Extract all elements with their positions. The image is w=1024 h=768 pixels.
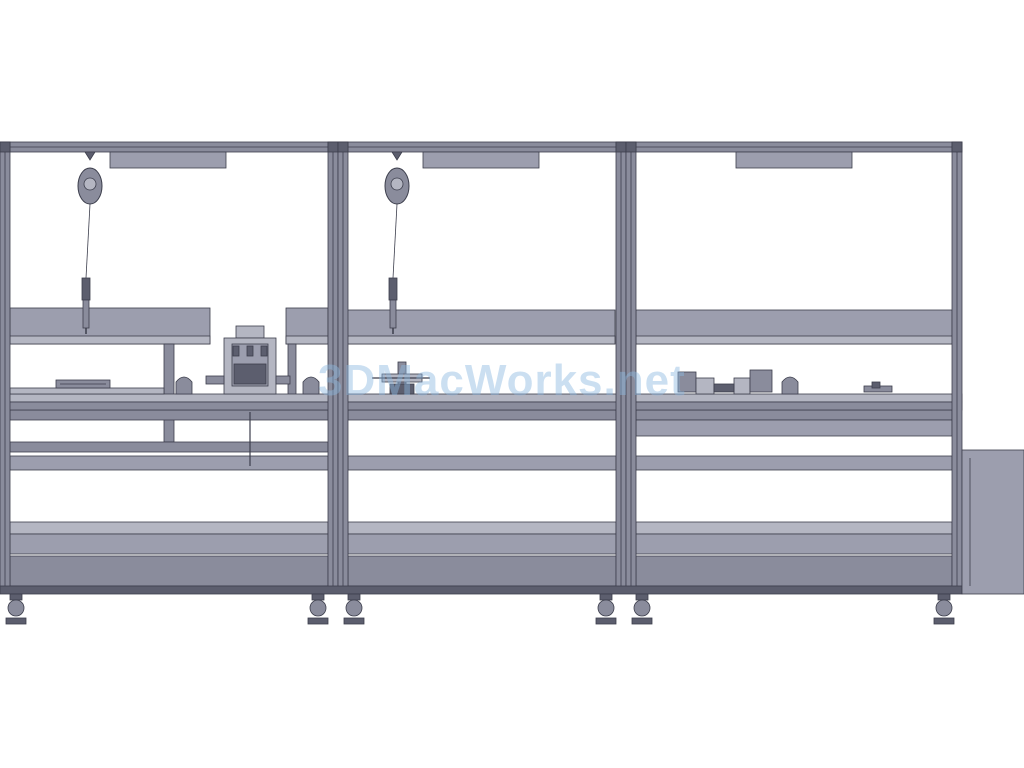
- middle-rail: [347, 455, 617, 471]
- press-side-arm: [275, 375, 291, 385]
- upper-rail: [347, 409, 617, 421]
- caster-mount: [599, 593, 613, 601]
- corner-bracket: [0, 141, 11, 153]
- balancer-cable: [392, 203, 398, 279]
- worktop-mat: [9, 387, 165, 395]
- tool-shelf-lip: [346, 335, 616, 345]
- bottom-shelf: [9, 555, 329, 587]
- drawer-rail: [635, 419, 953, 437]
- dual-clamp-base: [713, 383, 735, 393]
- press-cylinder: [260, 345, 268, 357]
- caster-foot: [631, 617, 653, 625]
- cross-rail: [9, 441, 329, 453]
- caster-mount: [937, 593, 951, 601]
- caster-wheel: [345, 599, 363, 617]
- side-cabinet: [961, 449, 1024, 595]
- upper-rail: [9, 409, 329, 421]
- lower-shelf-top: [9, 521, 329, 535]
- lower-shelf-front: [347, 533, 617, 555]
- worktop-surface: [0, 393, 963, 403]
- tool-shelf-lip: [9, 335, 211, 345]
- screwdriver-grip: [81, 277, 91, 301]
- caster-foot: [595, 617, 617, 625]
- caster-mount: [347, 593, 361, 601]
- middle-rail: [635, 455, 953, 471]
- corner-bracket: [615, 141, 627, 153]
- press-top: [235, 325, 265, 339]
- bottom-shelf: [347, 555, 617, 587]
- caster-wheel: [633, 599, 651, 617]
- dual-clamp-block: [695, 377, 715, 395]
- overhead-lamp: [109, 151, 227, 169]
- press-head: [233, 363, 267, 385]
- corner-bracket: [327, 141, 339, 153]
- balancer-cable: [85, 203, 91, 279]
- bottom-shelf: [635, 555, 953, 587]
- middle-rail: [9, 455, 329, 471]
- workstation-frame: [0, 141, 1024, 625]
- press-cylinder: [232, 345, 240, 357]
- screwdriver-body: [82, 299, 90, 329]
- caster-mount: [311, 593, 325, 601]
- caster-foot: [343, 617, 365, 625]
- tool-shelf-lip: [635, 335, 953, 345]
- base-beam: [0, 585, 963, 595]
- lower-shelf-front: [635, 533, 953, 555]
- balancer-hook: [84, 151, 96, 161]
- caster-wheel: [7, 599, 25, 617]
- press-cylinder: [246, 345, 254, 357]
- shelf-support-post: [287, 343, 297, 397]
- caster-wheel: [597, 599, 615, 617]
- lower-shelf-front: [9, 533, 329, 555]
- balancer-drum: [83, 177, 97, 191]
- lower-shelf-top: [347, 521, 617, 535]
- upper-rail: [635, 409, 953, 421]
- small-jig-knob: [871, 381, 881, 389]
- caster-wheel: [935, 599, 953, 617]
- screwdriver-grip: [388, 277, 398, 301]
- center-jig-base: [389, 383, 415, 395]
- caster-foot: [5, 617, 27, 625]
- press-side-arm: [205, 375, 225, 385]
- tool-shelf-lip: [285, 335, 329, 345]
- balancer-hook: [391, 151, 403, 161]
- clamp-block: [302, 376, 320, 395]
- overhead-lamp: [735, 151, 853, 169]
- corner-bracket: [337, 141, 349, 153]
- corner-bracket: [625, 141, 637, 153]
- caster-mount: [635, 593, 649, 601]
- clamp-block: [781, 376, 799, 395]
- caster-mount: [9, 593, 23, 601]
- lower-shelf-top: [635, 521, 953, 535]
- screwdriver-body: [389, 299, 397, 329]
- dual-clamp-right: [749, 369, 773, 393]
- dual-clamp-left: [677, 371, 697, 393]
- caster-foot: [307, 617, 329, 625]
- balancer-drum: [390, 177, 404, 191]
- caster-foot: [933, 617, 955, 625]
- corner-bracket: [951, 141, 963, 153]
- dual-clamp-block: [733, 377, 751, 395]
- overhead-lamp: [422, 151, 540, 169]
- shelf-support-post: [163, 343, 175, 443]
- worktop-edge: [0, 401, 963, 411]
- clamp-block: [175, 376, 193, 395]
- caster-wheel: [309, 599, 327, 617]
